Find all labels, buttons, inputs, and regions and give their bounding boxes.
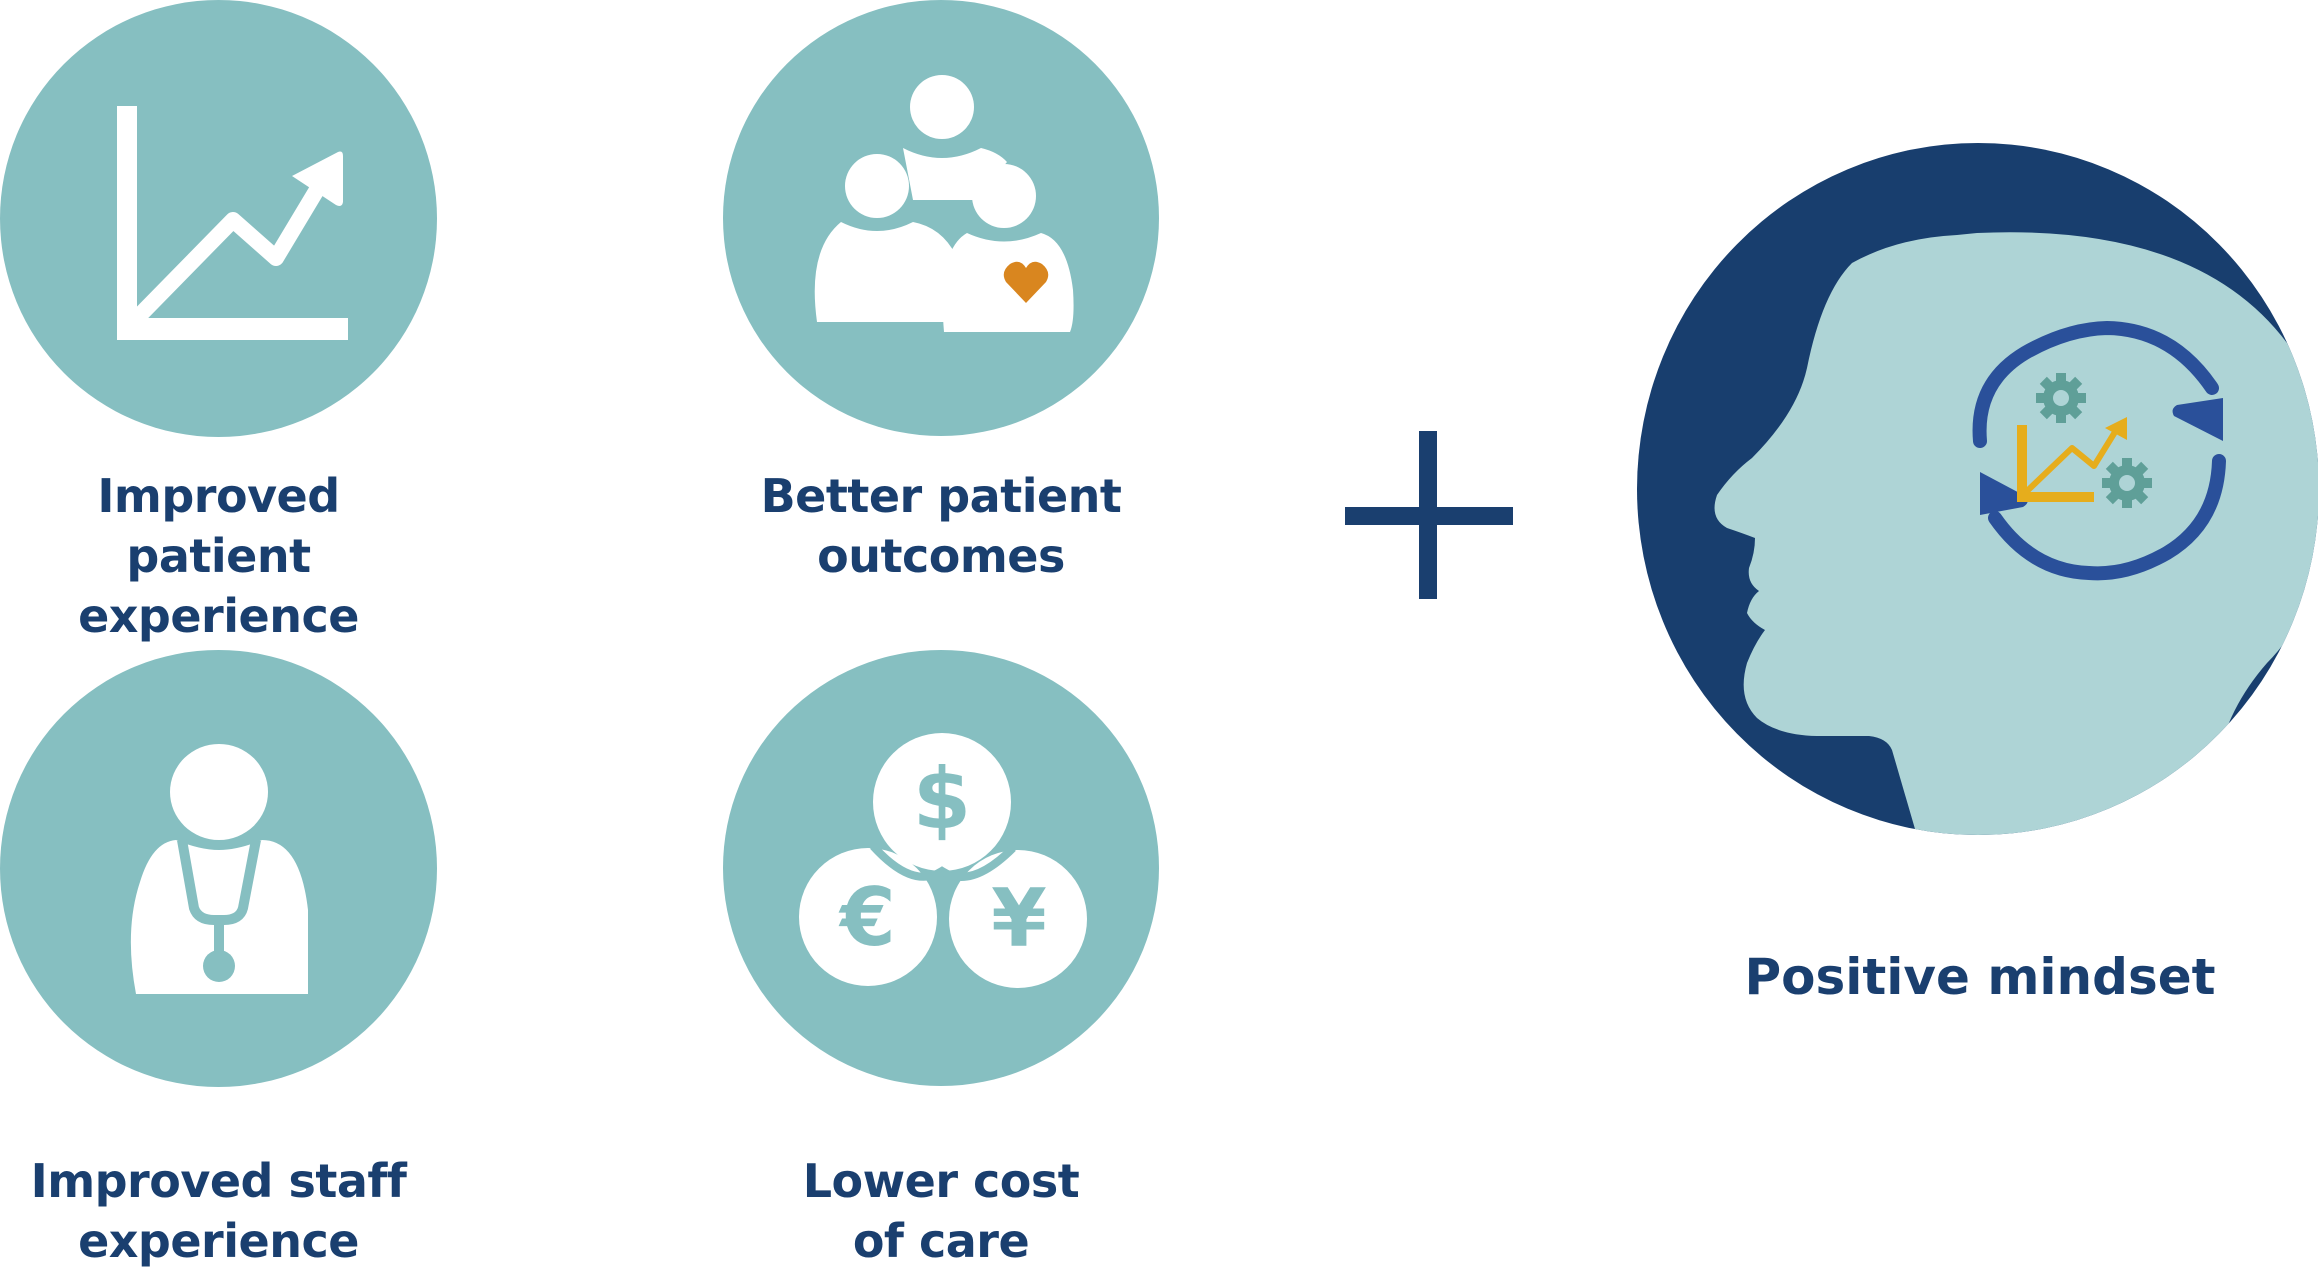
plus-vertical-bar — [1419, 431, 1437, 599]
label-line-2: experience — [78, 1214, 359, 1268]
label-line-2: of care — [852, 1214, 1030, 1268]
euro-icon: € — [838, 871, 896, 964]
outcome-label-patient-outcomes: Better patient outcomes — [723, 466, 1159, 586]
label-line-1: Better patient — [760, 469, 1122, 523]
label-line-2: experience — [78, 589, 359, 643]
doctor-stethoscope-icon — [130, 744, 308, 994]
label-line-1: Improved patient — [97, 469, 340, 583]
mindset-label: Positive mindset — [1744, 948, 2216, 1006]
label-line-2: outcomes — [817, 529, 1065, 583]
people-heart-icon — [814, 75, 1074, 332]
mindset-illustration — [1637, 143, 2318, 836]
label-line-1: Improved staff — [30, 1154, 407, 1208]
gear-icon — [2036, 373, 2086, 423]
outcome-label-cost-of-care: Lower cost of care — [723, 1151, 1159, 1271]
outcome-label-staff-experience: Improved staff experience — [0, 1151, 437, 1271]
outcome-circle-staff-experience — [0, 650, 437, 1087]
head-mindset-icon — [1637, 143, 2318, 835]
gear-icon — [2102, 458, 2152, 508]
currency-coins-icon: $ € ¥ — [799, 733, 1087, 988]
yen-icon: ¥ — [991, 872, 1047, 965]
outcome-circle-patient-outcomes — [723, 0, 1159, 436]
dollar-icon: $ — [913, 750, 971, 848]
outcome-label-patient-experience: Improved patient experience — [0, 466, 437, 646]
outcome-circle-cost-of-care: $ € ¥ — [723, 650, 1159, 1086]
outcome-circle-patient-experience — [0, 0, 437, 437]
label-line-1: Lower cost — [802, 1154, 1080, 1208]
trending-chart-icon — [117, 106, 348, 340]
